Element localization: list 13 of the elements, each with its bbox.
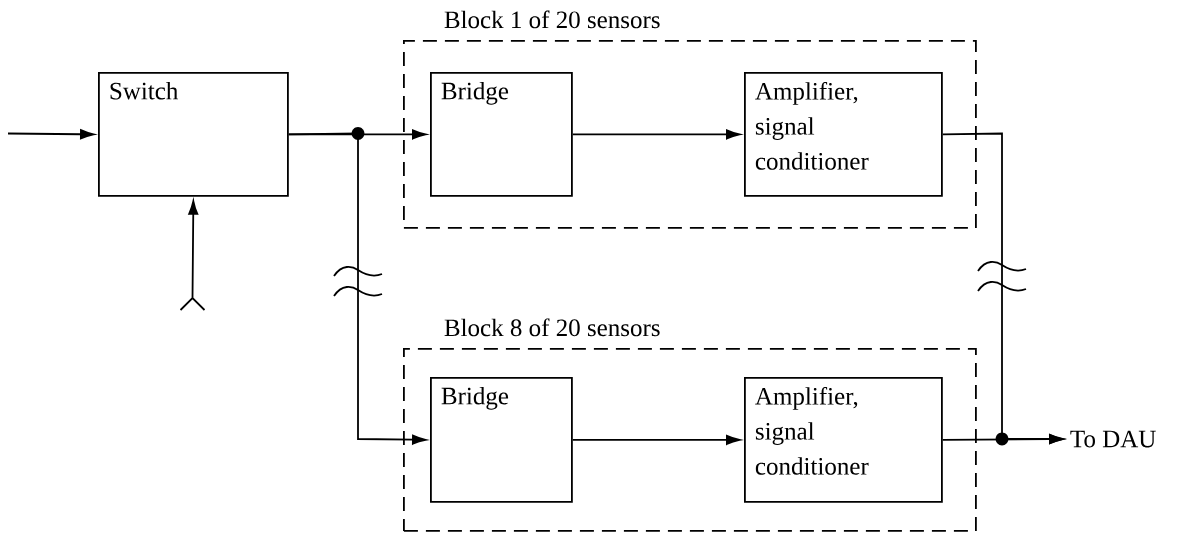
amplifier-box: Amplifier, signal conditioner: [744, 72, 943, 197]
bridge-box: Bridge: [430, 377, 573, 503]
arrow: [571, 129, 741, 140]
node-label: Block 8 of 20 sensors: [444, 318, 660, 337]
node-label: Block 1 of 20 sensors: [444, 10, 660, 29]
arrow: [941, 434, 1064, 445]
output-label: To DAU: [1070, 430, 1156, 448]
arrow: [571, 434, 741, 445]
switch-box: Switch: [98, 72, 289, 197]
arrow: [287, 132, 427, 445]
arrow: [7, 129, 95, 140]
bridge-box: Bridge: [430, 72, 573, 197]
amplifier-box: Amplifier, signal conditioner: [744, 377, 943, 503]
